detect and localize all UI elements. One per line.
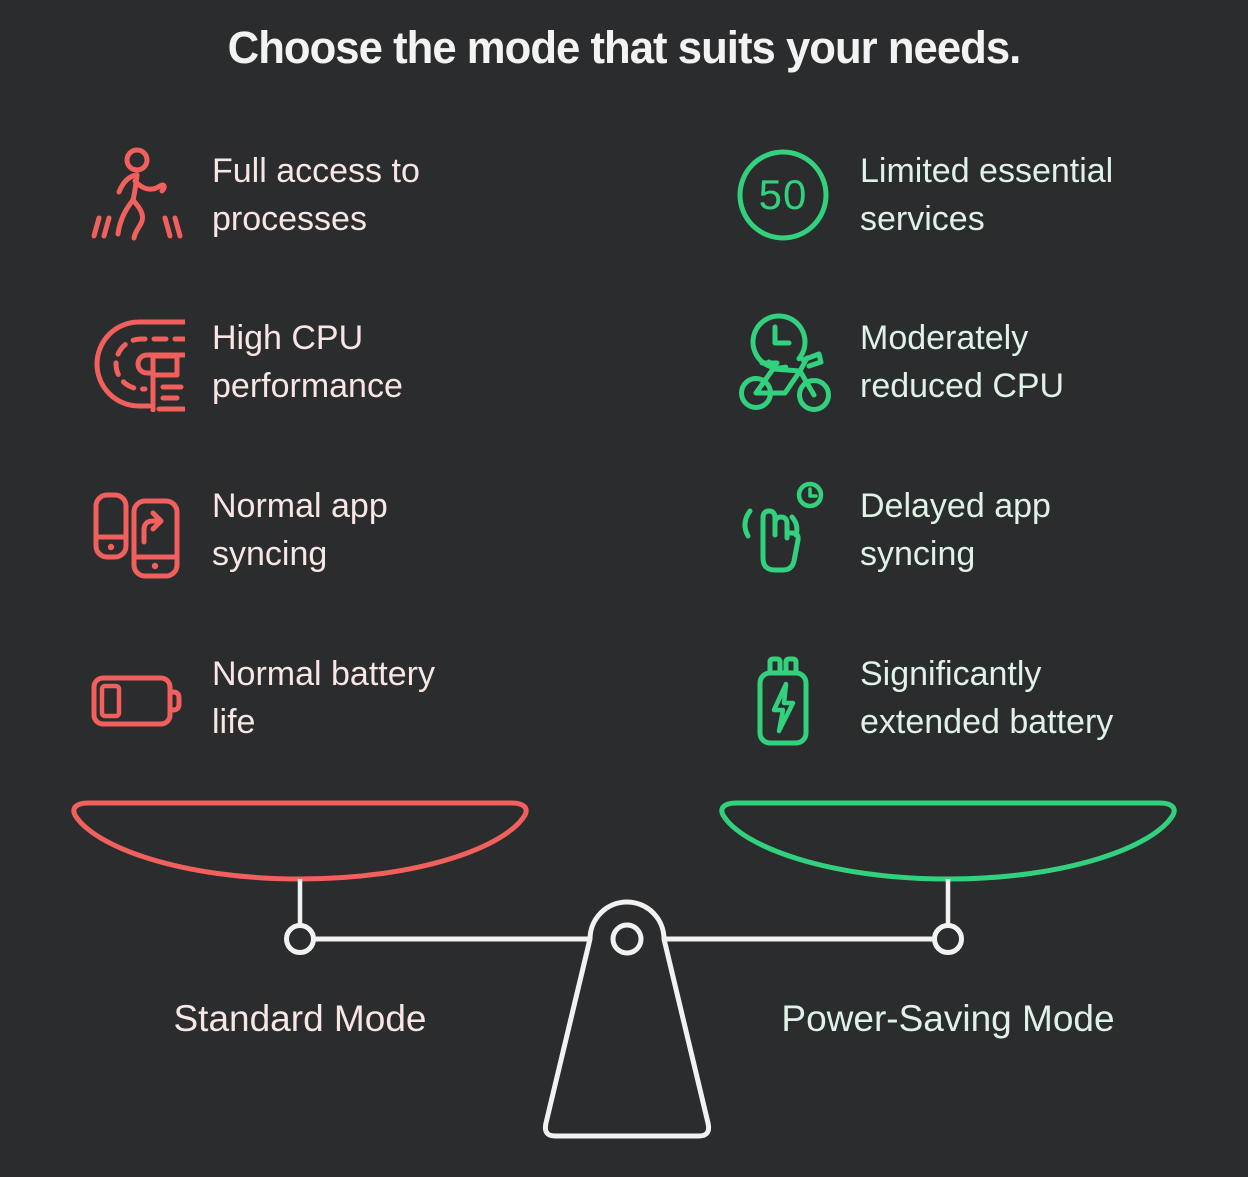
walking-person-icon xyxy=(85,145,185,245)
feature-item: Delayed app syncing xyxy=(733,474,1233,586)
feature-line: syncing xyxy=(860,535,976,573)
saving-mode-pan xyxy=(719,800,1177,882)
feature-item: Moderately reduced CPU xyxy=(733,306,1233,418)
feature-line: Delayed app xyxy=(860,487,1051,525)
fulcrum-pivot-ring xyxy=(610,922,644,956)
watch-phone-sync-icon xyxy=(85,480,185,580)
feature-line: processes xyxy=(212,200,367,238)
beam-end-ring xyxy=(284,923,316,955)
feature-text: Moderately reduced CPU xyxy=(860,314,1064,410)
speed-limit-50-icon: 50 xyxy=(733,145,833,245)
feature-line: Normal app xyxy=(212,487,388,525)
feature-item: Full access to processes xyxy=(85,139,645,251)
feature-item: Significantly extended battery xyxy=(733,642,1233,754)
feature-line: syncing xyxy=(212,535,328,573)
feature-text: Full access to processes xyxy=(212,147,420,243)
bicycle-clock-icon xyxy=(733,312,833,412)
feature-line: Full access to xyxy=(212,152,420,190)
feature-item: Normal app syncing xyxy=(85,474,645,586)
feature-line: High CPU xyxy=(212,319,364,357)
feature-line: Significantly xyxy=(860,655,1042,693)
feature-line: services xyxy=(860,200,985,238)
feature-text: Significantly extended battery xyxy=(860,650,1113,746)
standard-mode-pan xyxy=(71,800,529,882)
feature-line: Normal battery xyxy=(212,655,435,693)
feature-text: Delayed app syncing xyxy=(860,482,1051,578)
feature-text: Normal app syncing xyxy=(212,482,388,578)
feature-text: Normal battery life xyxy=(212,650,435,746)
standard-mode-label: Standard Mode xyxy=(173,998,427,1039)
page-title: Choose the mode that suits your needs. xyxy=(227,22,1022,73)
feature-line: Limited essential xyxy=(860,152,1114,190)
beam-end-ring xyxy=(932,923,964,955)
feature-line: extended battery xyxy=(860,703,1114,741)
feature-line: Moderately xyxy=(860,319,1029,357)
battery-icon xyxy=(85,648,185,748)
feature-item: Normal battery life xyxy=(85,642,645,754)
balance-scale xyxy=(71,800,1177,1139)
feature-item: 50 Limited essential services xyxy=(733,139,1233,251)
feature-line: reduced CPU xyxy=(860,367,1065,405)
speed-limit-value: 50 xyxy=(759,171,808,218)
feature-text: Limited essential services xyxy=(860,147,1113,243)
scale-fulcrum xyxy=(542,899,712,1139)
feature-line: performance xyxy=(212,367,403,405)
winding-road-icon xyxy=(85,312,185,412)
feature-line: life xyxy=(212,703,256,741)
saving-mode-label: Power-Saving Mode xyxy=(781,998,1115,1039)
feature-item: High CPU performance xyxy=(85,306,645,418)
battery-lightning-icon xyxy=(733,648,833,748)
tap-clock-icon xyxy=(733,480,833,580)
feature-text: High CPU performance xyxy=(212,314,403,410)
